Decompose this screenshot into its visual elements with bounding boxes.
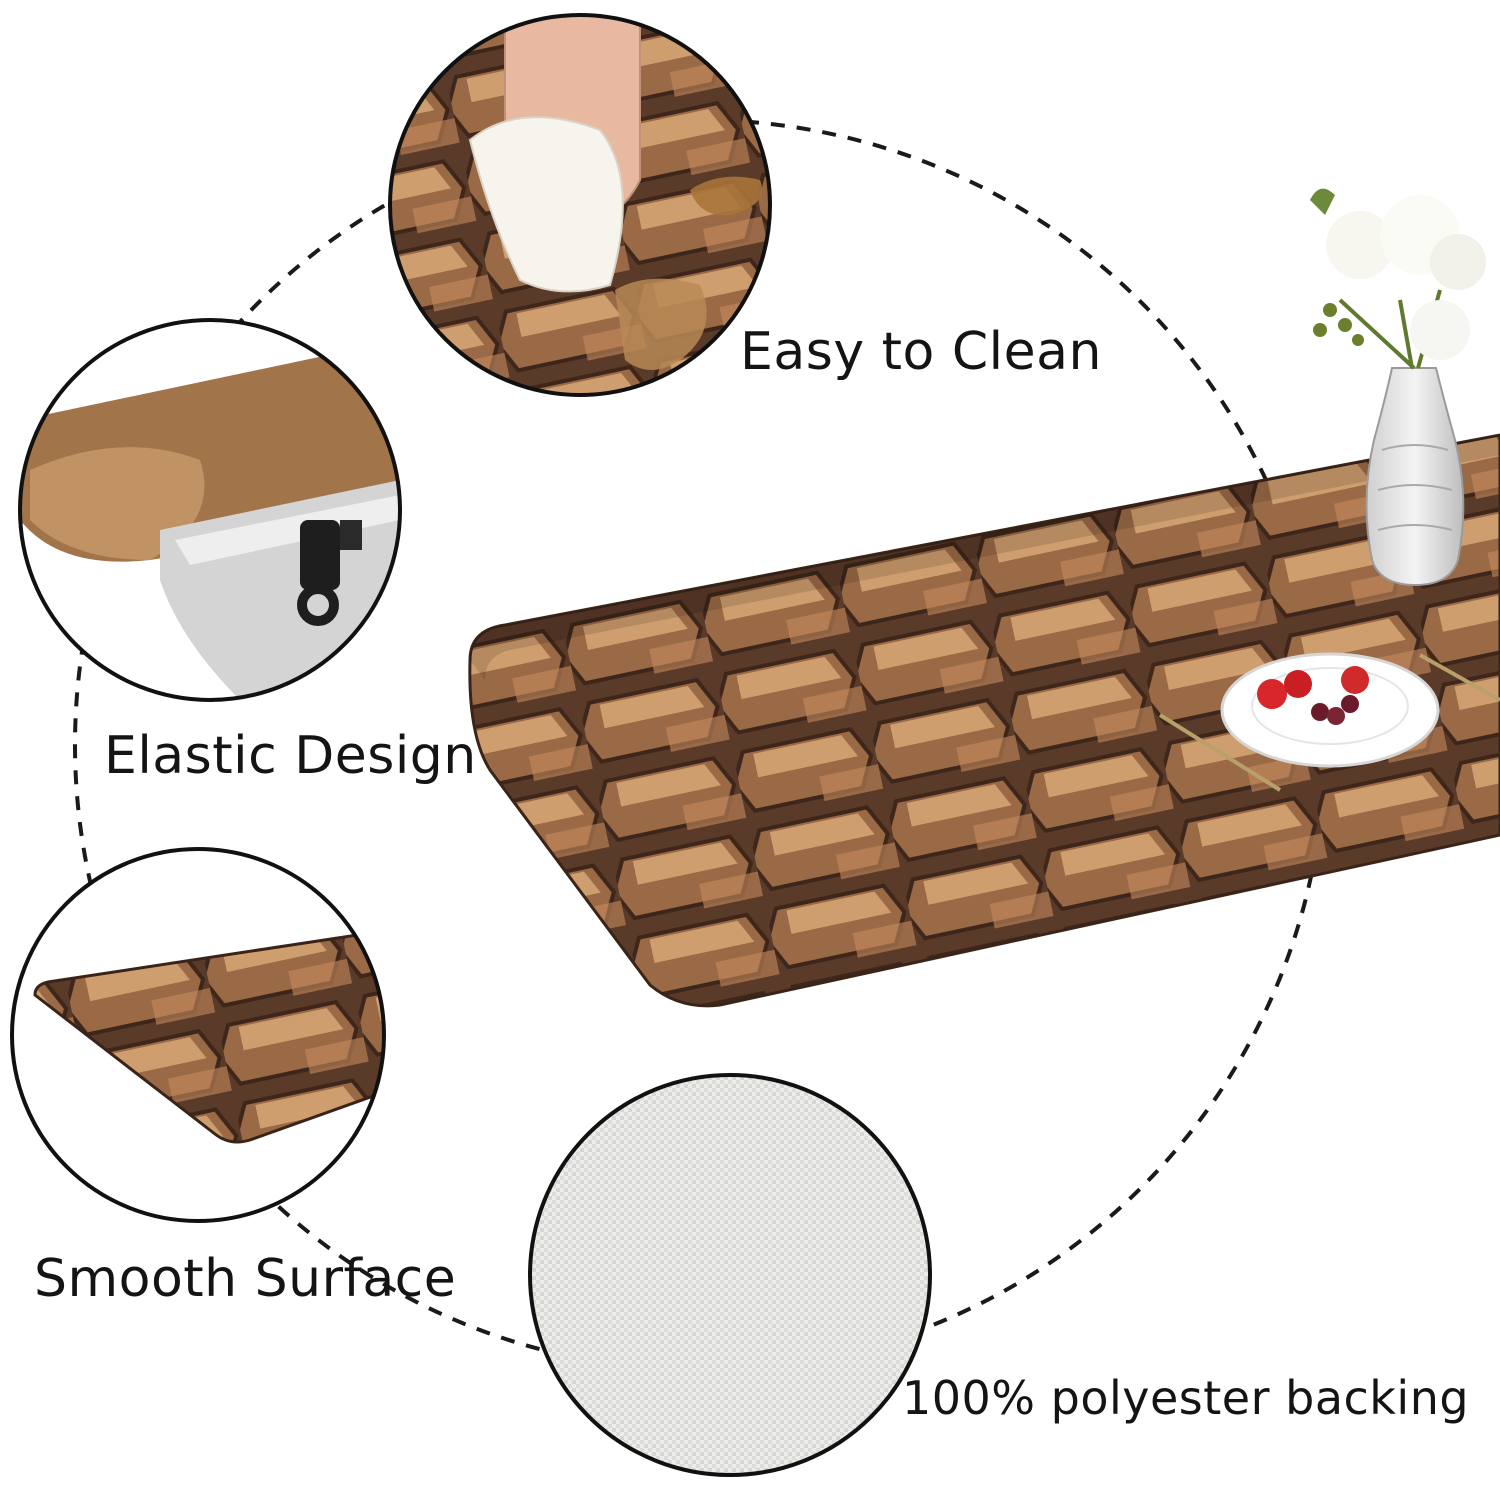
polyester-backing-label: 100% polyester backing: [902, 1371, 1470, 1425]
easy-to-clean-label: Easy to Clean: [740, 322, 1102, 382]
mat-edge-icon: [33, 928, 384, 1144]
elastic-design-circle: [18, 318, 402, 702]
smooth-surface-label: Smooth Surface: [34, 1249, 457, 1309]
elastic-design-label: Elastic Design: [104, 726, 477, 786]
table-runner-main: [468, 433, 1500, 1008]
fruit-plate-icon: [1158, 652, 1500, 792]
smooth-surface-circle: [10, 847, 386, 1223]
flower-vase-icon: [1310, 188, 1486, 587]
elastic-clip-icon: [297, 520, 362, 626]
easy-clean-circle: [388, 13, 772, 397]
fabric-texture-icon: [530, 1075, 930, 1475]
backing-circle: [528, 1073, 932, 1477]
